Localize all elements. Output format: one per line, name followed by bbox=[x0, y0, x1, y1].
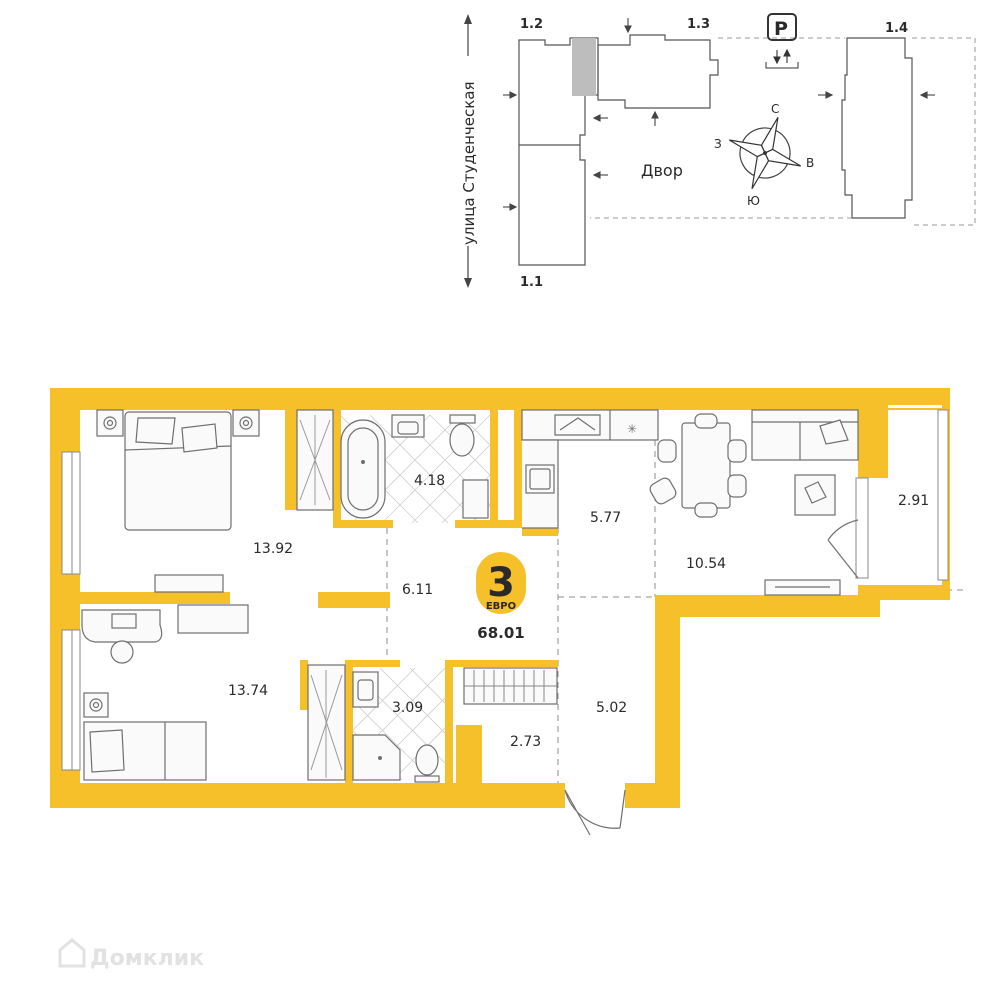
svg-text:✳: ✳ bbox=[627, 422, 637, 436]
compass-north: С bbox=[771, 102, 779, 116]
desk-chair-icon bbox=[110, 640, 134, 664]
bathroom2-fixtures bbox=[352, 671, 440, 783]
compass-south: Ю bbox=[747, 194, 760, 208]
area-corridor: 5.02 bbox=[596, 700, 627, 716]
site-plan: улица Студенческая 1.2 1.3 1.4 1.1 Двор bbox=[458, 13, 976, 290]
sink-icon bbox=[391, 414, 425, 438]
building-1-4-outline bbox=[841, 37, 913, 219]
dining-chairs-icon bbox=[649, 413, 747, 518]
building-label-1-1: 1.1 bbox=[520, 275, 543, 290]
building-1-1-outline bbox=[518, 37, 599, 266]
house-logo-icon bbox=[58, 938, 86, 968]
area-bedroom1: 13.92 bbox=[253, 541, 293, 557]
area-bathroom2: 3.09 bbox=[392, 700, 423, 716]
sink2-icon bbox=[352, 671, 379, 708]
washer-icon bbox=[462, 479, 489, 519]
room-count-badge: 3 ЕВРО bbox=[476, 552, 526, 614]
building-label-1-3: 1.3 bbox=[687, 17, 710, 32]
toilet2-icon bbox=[415, 744, 439, 776]
kitchen-furniture: ✳ bbox=[521, 409, 659, 529]
bedroom2-furniture bbox=[81, 604, 346, 781]
street-label: улица Студенческая bbox=[460, 82, 478, 246]
bathtub-icon bbox=[340, 419, 386, 519]
toilet-icon bbox=[449, 414, 476, 424]
domclick-watermark: Домклик bbox=[58, 938, 204, 971]
parking-label: P bbox=[774, 18, 788, 40]
living-furniture bbox=[649, 409, 859, 596]
windows bbox=[61, 405, 949, 771]
shelf-icon bbox=[177, 604, 249, 634]
nightstand-right-icon bbox=[232, 409, 260, 437]
bathroom1-fixtures bbox=[340, 414, 489, 519]
desk-icon bbox=[81, 609, 163, 643]
hatched-section bbox=[572, 38, 596, 96]
compass-east: В bbox=[806, 156, 814, 170]
entrance-arrows bbox=[503, 18, 935, 211]
building-1-3-outline bbox=[597, 34, 719, 109]
rooms-count: 3 bbox=[487, 560, 515, 606]
area-kitchen: 5.77 bbox=[590, 510, 621, 526]
doors bbox=[564, 519, 859, 836]
building-label-1-2: 1.2 bbox=[520, 17, 543, 32]
watermark-text: Домклик bbox=[90, 946, 204, 971]
kitchen-sink-icon bbox=[525, 464, 555, 494]
coffee-table-icon bbox=[794, 474, 836, 516]
bedroom1-furniture bbox=[96, 409, 334, 593]
nightstand-left-icon bbox=[96, 409, 124, 437]
total-area: 68.01 bbox=[477, 624, 524, 642]
area-bedroom2: 13.74 bbox=[228, 683, 268, 699]
apartment-type: ЕВРО bbox=[486, 601, 516, 612]
hood-icon bbox=[559, 417, 596, 431]
compass-icon bbox=[728, 116, 802, 190]
area-balcony: 2.91 bbox=[898, 493, 929, 509]
tv-stand-icon bbox=[154, 574, 224, 593]
area-living: 10.54 bbox=[686, 556, 726, 572]
compass-west: З bbox=[714, 137, 722, 151]
area-wardrobe: 2.73 bbox=[510, 734, 541, 750]
parking-icon bbox=[767, 13, 797, 41]
area-bathroom1: 4.18 bbox=[414, 473, 445, 489]
shower-icon bbox=[352, 734, 401, 781]
wardrobe-room-rack bbox=[463, 667, 558, 705]
apartment-plan: ✳ bbox=[50, 388, 965, 836]
courtyard-boundary bbox=[590, 37, 976, 226]
courtyard-label: Двор bbox=[641, 161, 683, 180]
building-label-1-4: 1.4 bbox=[885, 21, 908, 36]
parking-arrows-icon bbox=[765, 48, 799, 69]
dining-table-icon bbox=[681, 422, 731, 509]
area-hall: 6.11 bbox=[402, 582, 433, 598]
nightstand-icon bbox=[83, 692, 109, 718]
